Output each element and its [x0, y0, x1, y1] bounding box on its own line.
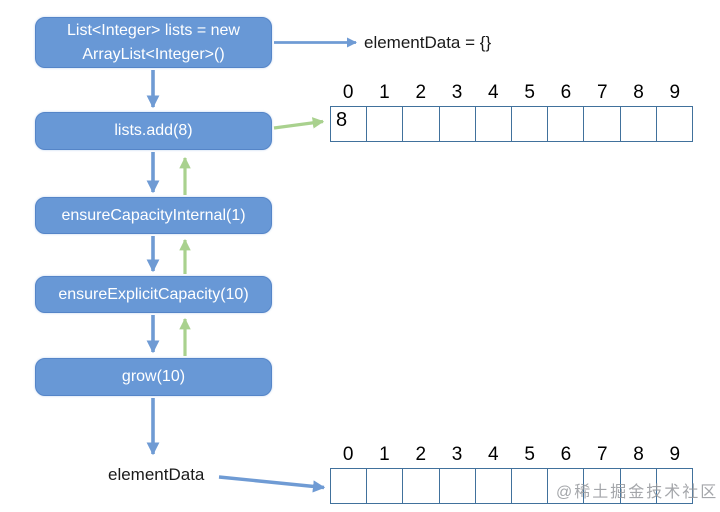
array-cell	[439, 468, 476, 504]
array-cell	[548, 106, 585, 142]
array-cells-row: 8	[330, 106, 694, 142]
arrow-elementdata-to-array	[218, 475, 326, 493]
flow-box-grow: grow(10)	[35, 358, 272, 396]
elementdata-array-top: 0 1 2 3 4 5 6 7 8 9 8	[330, 82, 694, 142]
array-cell	[512, 468, 549, 504]
array-cell	[367, 468, 404, 504]
array-index-label: 6	[560, 444, 572, 465]
array-index-label: 2	[415, 444, 427, 465]
array-index-row: 0 1 2 3 4 5 6 7 8 9	[330, 444, 693, 466]
flow-box-new-arraylist: List<Integer> lists = new ArrayList<Inte…	[35, 17, 272, 68]
array-cell: 8	[330, 106, 368, 142]
array-cell	[403, 106, 440, 142]
flow-box-lists-add: lists.add(8)	[35, 112, 272, 150]
array-index-label: 5	[524, 444, 535, 465]
array-cell	[584, 468, 621, 504]
array-index-label: 0	[342, 444, 354, 465]
flow-box-label: ensureExplicitCapacity(10)	[58, 285, 249, 303]
array-index-label: 4	[488, 82, 499, 103]
array-cell	[403, 468, 440, 504]
elementdata-empty-label: elementData = {}	[364, 33, 492, 52]
array-cell	[656, 106, 694, 142]
array-cell	[584, 106, 621, 142]
elementdata-label: elementData	[108, 465, 205, 484]
array-cell	[620, 106, 657, 142]
array-index-label: 8	[633, 444, 644, 465]
flow-box-label: grow(10)	[121, 368, 186, 385]
array-index-label: 6	[560, 82, 572, 103]
array-index-label: 7	[596, 82, 608, 103]
array-index-label: 2	[415, 82, 427, 103]
array-index-label: 5	[524, 82, 535, 103]
array-index-label: 3	[451, 444, 463, 465]
array-index-label: 3	[451, 82, 463, 103]
array-cell	[475, 468, 513, 504]
flow-box-label: ensureCapacityInternal(1)	[61, 206, 246, 224]
array-index-label: 1	[379, 444, 390, 465]
array-index-label: 9	[669, 444, 681, 465]
array-cell	[512, 106, 549, 142]
flow-box-label: List<Integer> lists = new ArrayList<Inte…	[67, 21, 240, 63]
array-cells-row	[330, 468, 694, 504]
elementdata-array-bottom: 0 1 2 3 4 5 6 7 8 9	[330, 444, 694, 504]
arrow-add-to-array-cell	[273, 117, 325, 130]
array-cell	[330, 468, 368, 504]
array-cell	[439, 106, 476, 142]
array-cell	[656, 468, 694, 504]
array-index-row: 0 1 2 3 4 5 6 7 8 9	[330, 82, 693, 104]
array-cell	[620, 468, 657, 504]
array-cell	[548, 468, 585, 504]
array-index-label: 0	[342, 82, 354, 103]
flow-box-ensure-capacity-internal: ensureCapacityInternal(1)	[35, 197, 272, 234]
array-index-label: 4	[488, 444, 499, 465]
array-index-label: 9	[669, 82, 681, 103]
flow-box-ensure-explicit-capacity: ensureExplicitCapacity(10)	[35, 276, 272, 313]
watermark: @稀土掘金技术社区	[556, 484, 719, 501]
array-index-label: 7	[596, 444, 608, 465]
flow-box-label: lists.add(8)	[114, 122, 193, 139]
array-index-label: 1	[379, 82, 390, 103]
array-cell	[475, 106, 513, 142]
array-index-label: 8	[633, 82, 644, 103]
array-cell	[367, 106, 404, 142]
